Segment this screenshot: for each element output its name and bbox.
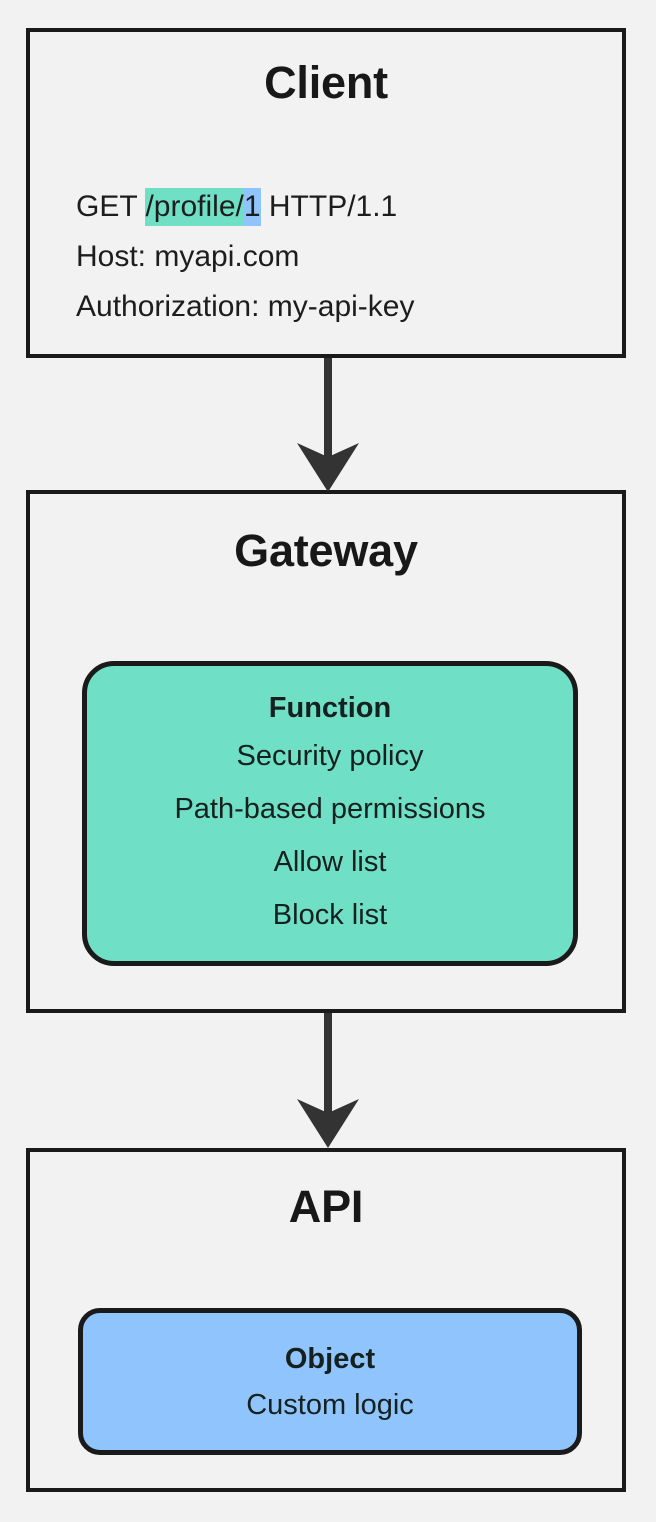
request-path-highlight: /profile/ bbox=[145, 188, 244, 226]
object-title: Object bbox=[284, 1342, 376, 1375]
function-line-block-list: Block list bbox=[272, 898, 388, 931]
request-host-line: Host: myapi.com bbox=[76, 240, 300, 273]
arrow-gateway-to-api-icon bbox=[297, 1013, 359, 1148]
client-title: Client bbox=[264, 57, 388, 108]
api-title: API bbox=[288, 1181, 364, 1232]
function-line-security-policy: Security policy bbox=[236, 739, 424, 772]
function-title: Function bbox=[268, 691, 392, 724]
request-line-method: GET /profile/1 HTTP/1.1 bbox=[76, 182, 604, 232]
api-node: API Object Custom logic bbox=[26, 1148, 626, 1492]
gateway-node: Gateway Function Security policy Path-ba… bbox=[26, 490, 626, 1013]
request-protocol: HTTP/1.1 bbox=[260, 190, 398, 223]
arrow-client-to-gateway-icon bbox=[297, 358, 359, 492]
object-line-custom-logic: Custom logic bbox=[246, 1388, 414, 1421]
request-method: GET bbox=[76, 190, 146, 223]
function-subnode: Function Security policy Path-based perm… bbox=[82, 661, 578, 966]
object-subnode: Object Custom logic bbox=[78, 1308, 582, 1455]
gateway-title: Gateway bbox=[234, 525, 418, 576]
client-node: Client GET /profile/1 HTTP/1.1 Host: mya… bbox=[26, 28, 626, 358]
request-auth-line: Authorization: my-api-key bbox=[76, 290, 415, 323]
function-line-allow-list: Allow list bbox=[273, 845, 387, 878]
request-id-highlight: 1 bbox=[243, 188, 261, 226]
client-request-block: GET /profile/1 HTTP/1.1 Host: myapi.com … bbox=[76, 182, 604, 332]
function-line-path-based-permissions: Path-based permissions bbox=[174, 792, 486, 825]
